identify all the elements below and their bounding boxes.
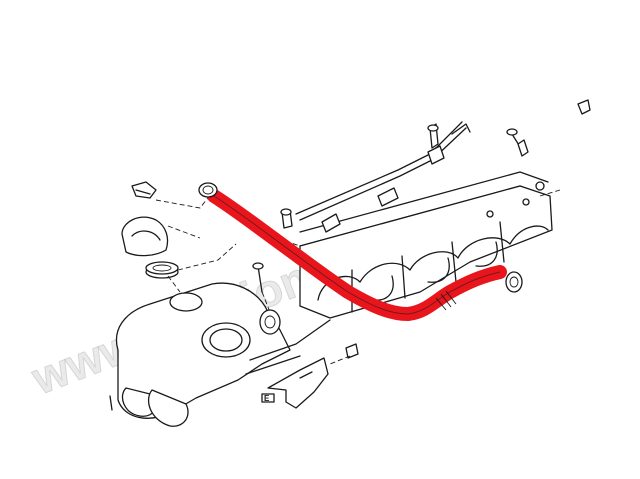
breather-hose (198, 182, 523, 321)
oil-filler-housing (109, 282, 331, 427)
fastener-parts (252, 99, 591, 359)
bracket-tag: E (264, 394, 270, 403)
intake-rail (295, 121, 471, 233)
vent-cap-parts (121, 181, 179, 279)
support-bracket: E (261, 357, 329, 409)
valve-cover (299, 171, 553, 319)
